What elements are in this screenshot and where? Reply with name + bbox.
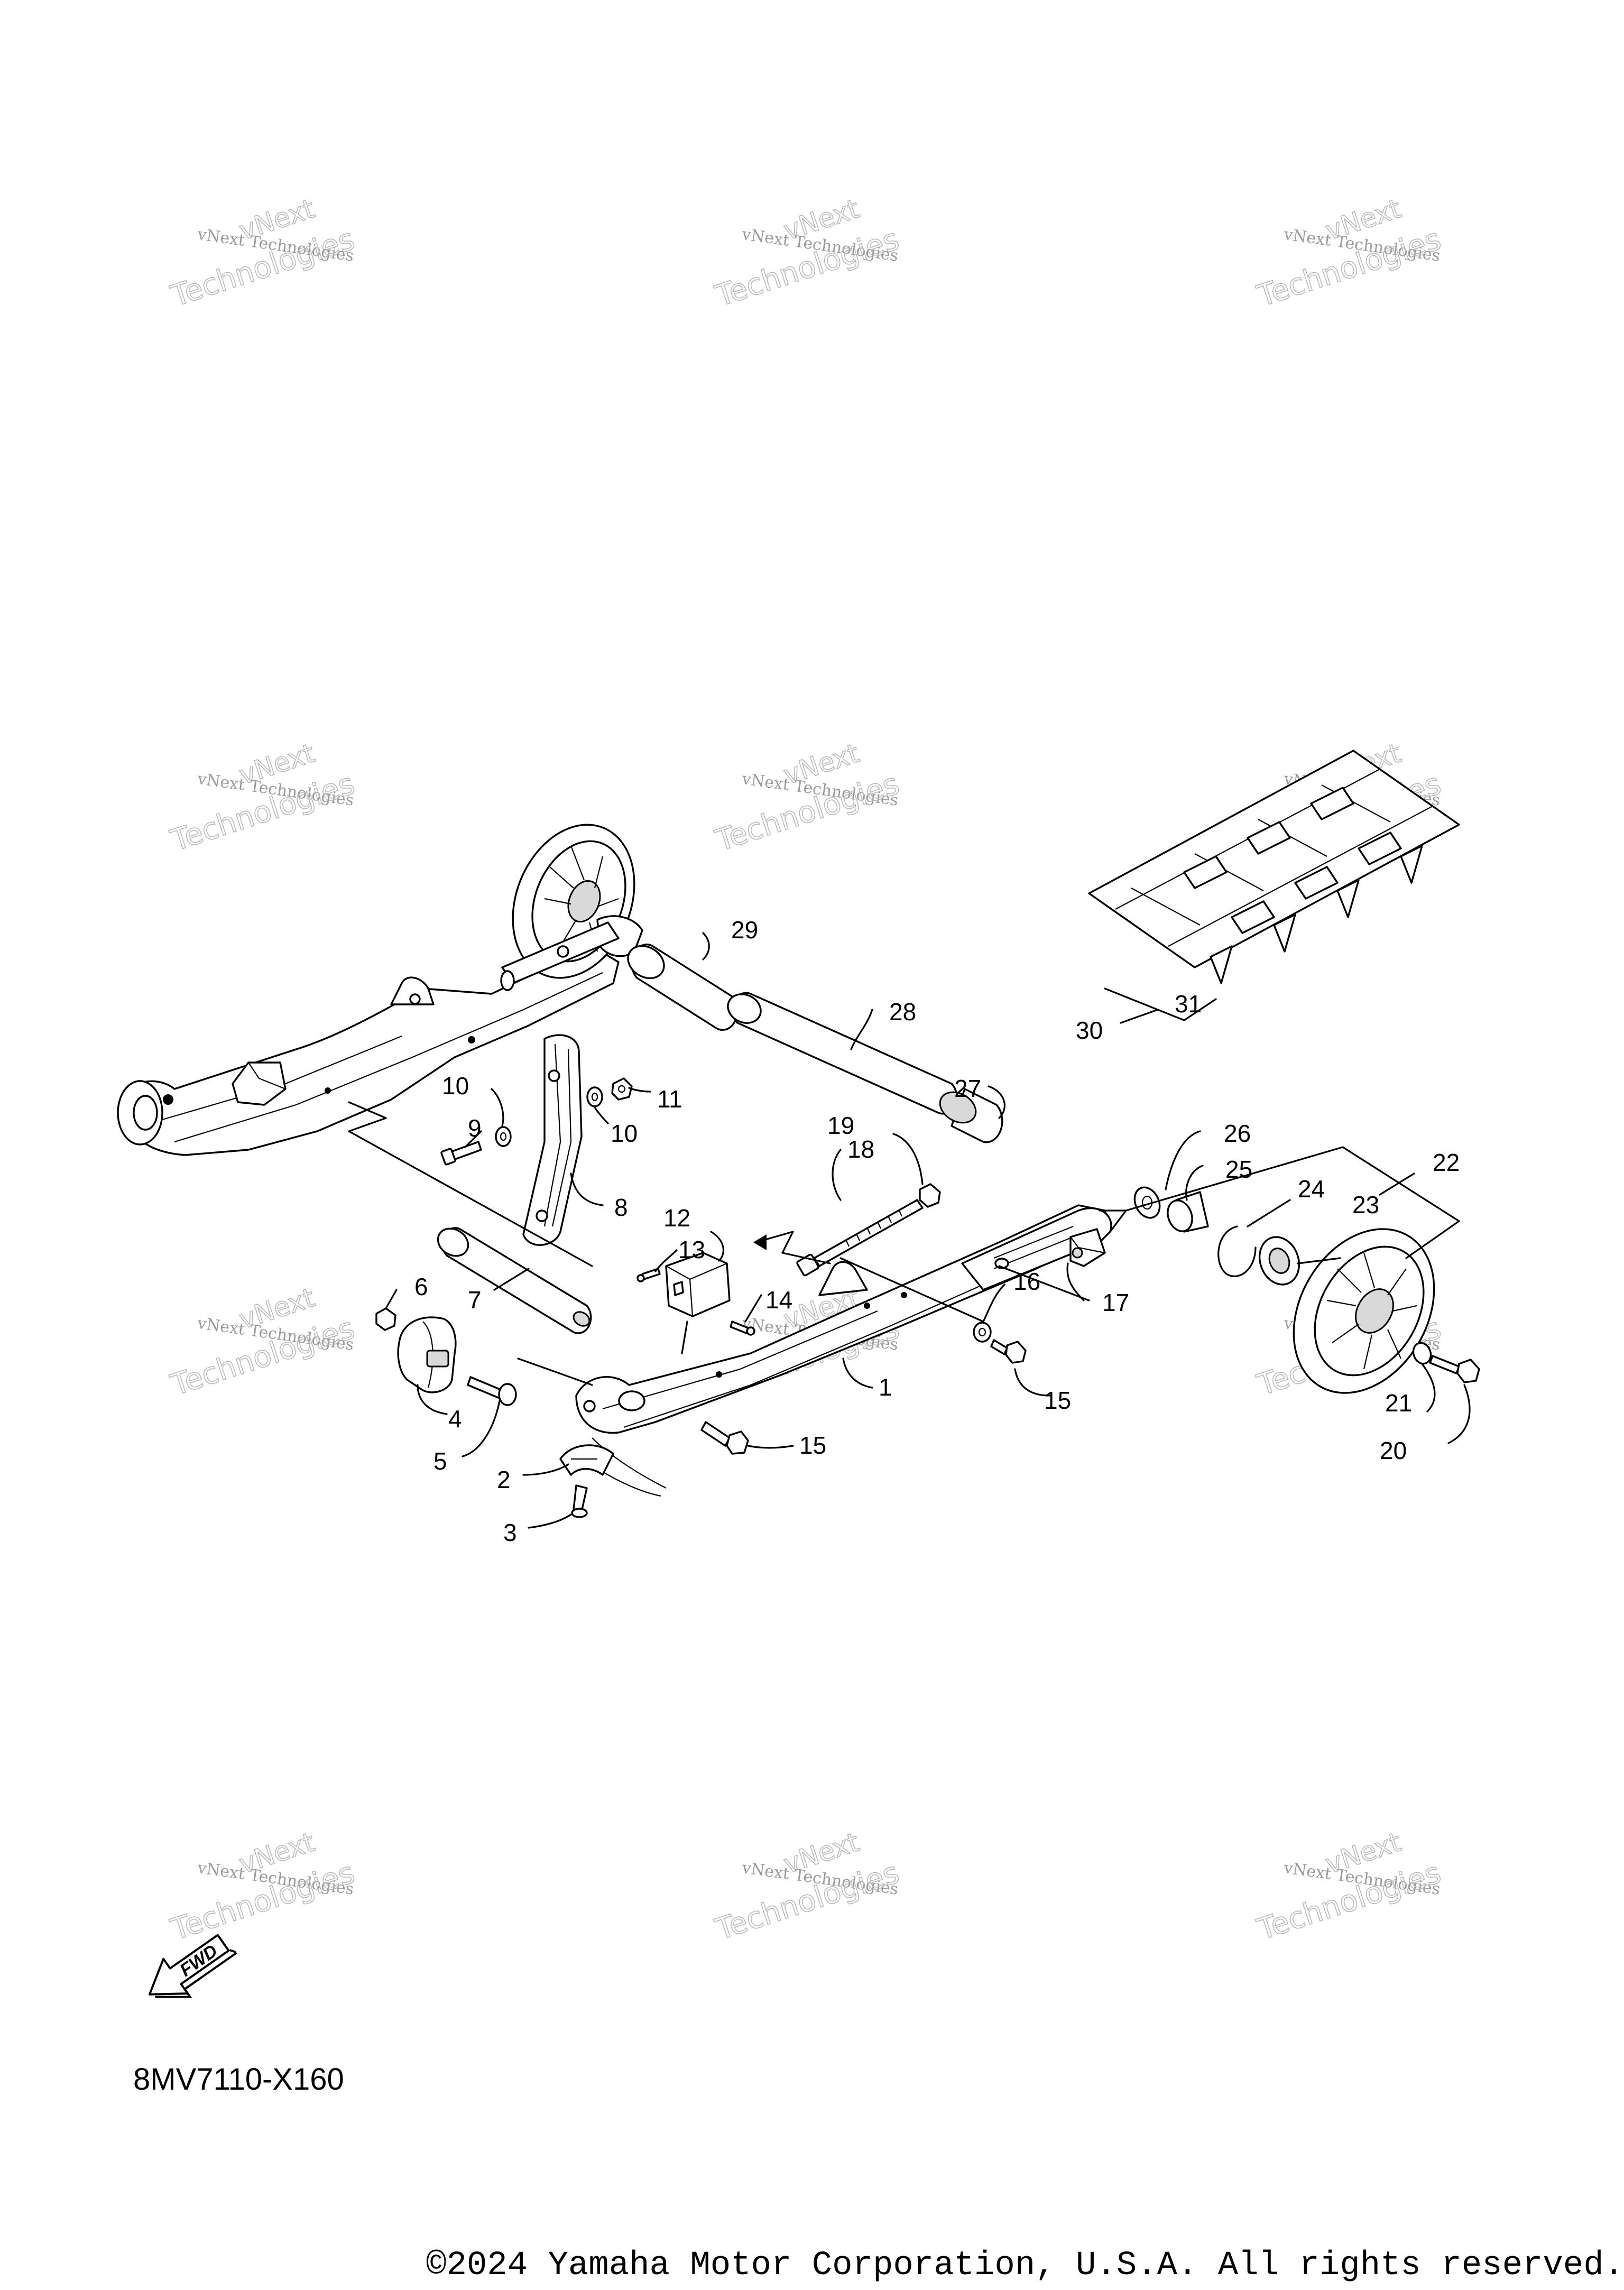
part-12-screw bbox=[636, 1268, 661, 1282]
left-rear-idler-wheel bbox=[500, 824, 643, 991]
callout-28: 28 bbox=[889, 998, 916, 1026]
callout-16: 16 bbox=[1013, 1268, 1040, 1295]
part-7-roller bbox=[437, 1227, 592, 1334]
leader-lines bbox=[348, 932, 1471, 1529]
part-2-slide-plate bbox=[559, 1444, 614, 1476]
callout-15-upper: 15 bbox=[1044, 1387, 1071, 1414]
callout-18: 18 bbox=[847, 1135, 874, 1163]
track-section bbox=[1088, 750, 1460, 984]
callout-19: 19 bbox=[827, 1112, 854, 1139]
callout-6: 6 bbox=[414, 1273, 428, 1300]
part-14-screw bbox=[730, 1321, 755, 1336]
callout-8: 8 bbox=[614, 1194, 628, 1221]
right-idler-wheel bbox=[1293, 1228, 1435, 1394]
part-6-nut bbox=[375, 1307, 396, 1331]
callout-24: 24 bbox=[1298, 1175, 1325, 1203]
part-23-bearing bbox=[1258, 1236, 1300, 1286]
part-9-bolt bbox=[440, 1141, 482, 1166]
part-28-shaft bbox=[727, 992, 958, 1115]
callout-17: 17 bbox=[1102, 1289, 1129, 1316]
part-15-bolt-upper bbox=[990, 1339, 1027, 1364]
callout-labels: 1 2 3 4 5 6 7 8 9 10 10 11 12 13 14 15 1… bbox=[414, 916, 1460, 1546]
part-16-washer bbox=[973, 1322, 992, 1343]
part-8-limiter-strap bbox=[522, 1034, 583, 1246]
callout-10-right: 10 bbox=[611, 1120, 638, 1147]
part-20-bolt bbox=[1429, 1355, 1480, 1383]
callout-7: 7 bbox=[468, 1286, 482, 1314]
part-13-stopper-block bbox=[665, 1252, 731, 1317]
callout-11: 11 bbox=[657, 1085, 682, 1113]
part-11-nut bbox=[611, 1077, 633, 1101]
callout-14: 14 bbox=[765, 1286, 792, 1314]
callout-29: 29 bbox=[731, 916, 758, 944]
callout-15-lower: 15 bbox=[799, 1432, 826, 1459]
callout-13: 13 bbox=[678, 1236, 705, 1263]
callout-12: 12 bbox=[663, 1204, 690, 1232]
part-19-nut bbox=[919, 1183, 941, 1208]
callout-2: 2 bbox=[497, 1466, 511, 1493]
callout-31: 31 bbox=[1175, 990, 1202, 1018]
callout-25: 25 bbox=[1225, 1156, 1252, 1183]
part-17-end-cap bbox=[1069, 1228, 1106, 1267]
callout-23: 23 bbox=[1352, 1191, 1379, 1218]
callout-1: 1 bbox=[879, 1373, 892, 1401]
part-18-long-bolt bbox=[796, 1199, 924, 1277]
callout-3: 3 bbox=[503, 1519, 517, 1546]
part-26-washer bbox=[1133, 1186, 1161, 1219]
part-29-spacer-tube bbox=[627, 943, 739, 1031]
callout-27: 27 bbox=[954, 1075, 981, 1102]
part-5-bolt bbox=[467, 1376, 517, 1406]
suspension-drawing: 1 2 3 4 5 6 7 8 9 10 10 11 12 13 14 15 1… bbox=[117, 750, 1480, 1998]
callout-20: 20 bbox=[1380, 1437, 1407, 1464]
part-21-washer bbox=[1412, 1342, 1432, 1365]
callout-4: 4 bbox=[448, 1405, 462, 1433]
callout-26: 26 bbox=[1224, 1120, 1251, 1147]
left-slide-rail bbox=[117, 945, 620, 1156]
callout-30: 30 bbox=[1076, 1017, 1103, 1044]
part-24-circlip bbox=[1217, 1225, 1257, 1277]
drawing-code: 8MV7110-X160 bbox=[133, 2062, 344, 2097]
part-10-washer-left bbox=[495, 1126, 512, 1147]
part-4-front-bumper bbox=[397, 1316, 457, 1393]
callout-22: 22 bbox=[1433, 1149, 1460, 1176]
copyright-notice: ©2024 Yamaha Motor Corporation, U.S.A. A… bbox=[426, 2247, 1624, 2285]
part-10-washer-right bbox=[586, 1086, 603, 1107]
part-3-screw bbox=[571, 1484, 588, 1518]
right-slide-rail bbox=[570, 1204, 1112, 1497]
callout-9: 9 bbox=[468, 1114, 482, 1142]
callout-5: 5 bbox=[433, 1447, 447, 1475]
part-27-collar bbox=[939, 1088, 1003, 1143]
part-15-bolt-lower bbox=[700, 1421, 749, 1455]
callout-21: 21 bbox=[1385, 1389, 1412, 1417]
callout-10-left: 10 bbox=[442, 1072, 469, 1100]
part-25-collar bbox=[1167, 1191, 1209, 1233]
